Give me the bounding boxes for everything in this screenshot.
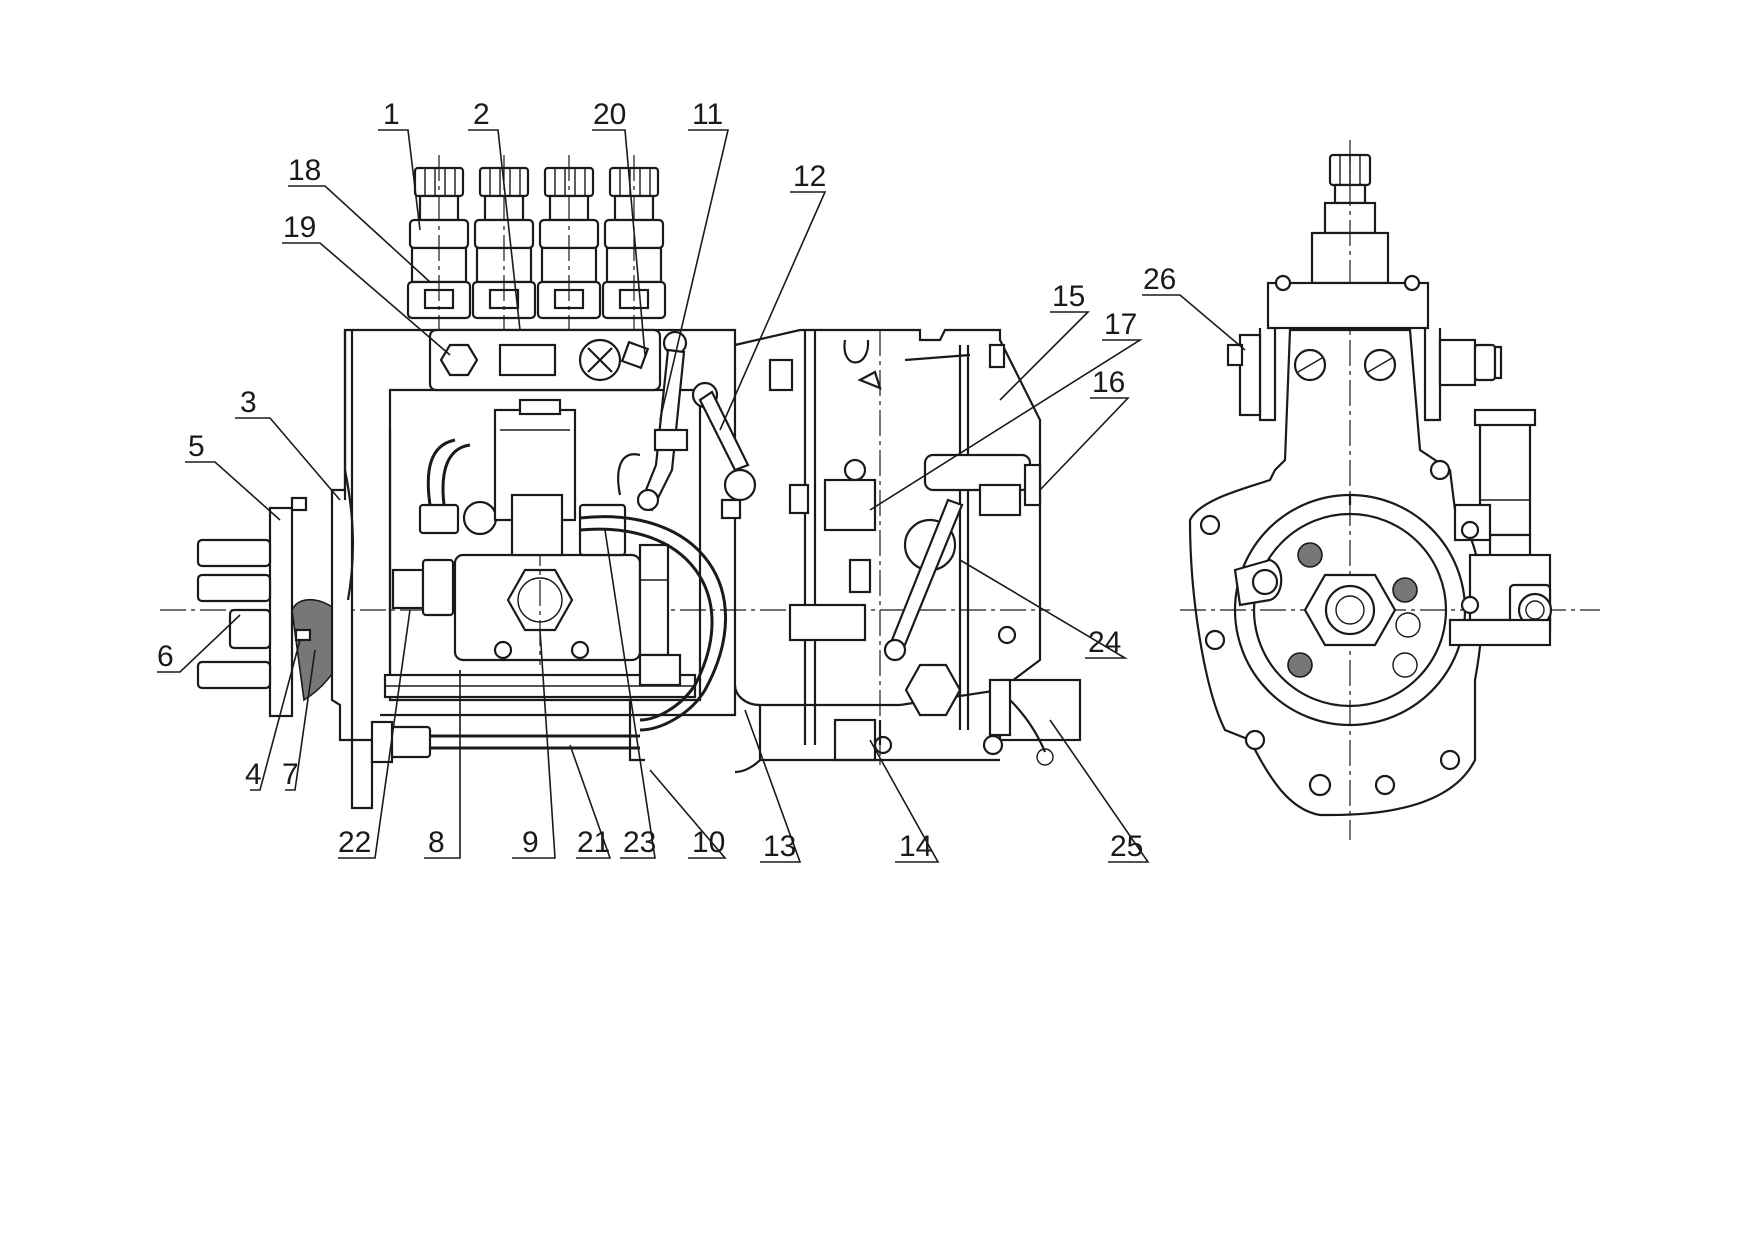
callout-label-24: 24 — [1088, 626, 1121, 659]
governor-housing — [733, 328, 1082, 774]
callout-label-26: 26 — [1143, 263, 1176, 296]
callout-label-23: 23 — [623, 826, 656, 859]
callout-label-25: 25 — [1110, 830, 1143, 863]
fuel-gallery — [428, 328, 662, 392]
callout-label-11: 11 — [692, 98, 723, 131]
callout-label-10: 10 — [692, 826, 725, 859]
callout-label-14: 14 — [899, 830, 932, 863]
callout-label-5: 5 — [188, 430, 205, 463]
callout-label-1: 1 — [383, 98, 400, 131]
delivery-valves — [406, 155, 667, 330]
callout-label-9: 9 — [522, 826, 539, 859]
callout-label-18: 18 — [288, 154, 321, 187]
end-view — [1180, 140, 1600, 840]
callout-label-13: 13 — [763, 830, 796, 863]
callout-leaders — [157, 129, 1246, 863]
callout-label-7: 7 — [282, 758, 299, 791]
callout-label-17: 17 — [1104, 308, 1137, 341]
callout-label-22: 22 — [338, 826, 371, 859]
callout-label-20: 20 — [593, 98, 626, 131]
front-plate — [330, 328, 374, 810]
fuel-lines — [370, 438, 640, 764]
control-levers — [617, 330, 757, 520]
callout-label-2: 2 — [473, 98, 490, 131]
callout-label-15: 15 — [1052, 280, 1085, 313]
transfer-pump — [453, 398, 728, 762]
callout-label-19: 19 — [283, 211, 316, 244]
callout-label-6: 6 — [157, 640, 174, 673]
callout-label-12: 12 — [793, 160, 826, 193]
callout-labels: 1 2 3 4 5 6 7 8 9 10 11 12 13 14 15 16 1… — [157, 98, 1176, 863]
callout-label-21: 21 — [577, 826, 610, 859]
callout-label-3: 3 — [240, 386, 257, 419]
callout-label-8: 8 — [428, 826, 445, 859]
callout-label-4: 4 — [245, 758, 262, 791]
drive-flange — [196, 496, 346, 718]
side-view — [160, 155, 1082, 810]
callout-label-16: 16 — [1092, 366, 1125, 399]
